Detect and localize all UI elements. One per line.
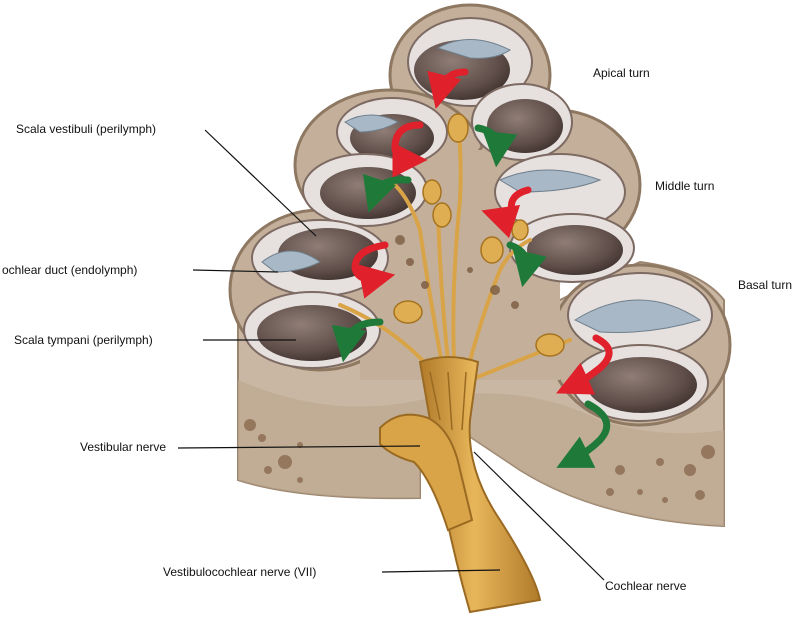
label-scala-vestibuli: Scala vestibuli (perilymph) [16, 122, 156, 136]
label-middle-turn: Middle turn [655, 179, 714, 193]
label-cochlear-duct: ochlear duct (endolymph) [2, 263, 137, 277]
label-scala-tympani: Scala tympani (perilymph) [14, 333, 153, 347]
label-vestibulocochlear-nerve: Vestibulocochlear nerve (VII) [163, 565, 316, 579]
label-apical-turn: Apical turn [593, 66, 650, 80]
label-vestibular-nerve: Vestibular nerve [80, 440, 166, 454]
label-basal-turn: Basal turn [738, 278, 792, 292]
label-cochlear-nerve: Cochlear nerve [605, 579, 686, 593]
